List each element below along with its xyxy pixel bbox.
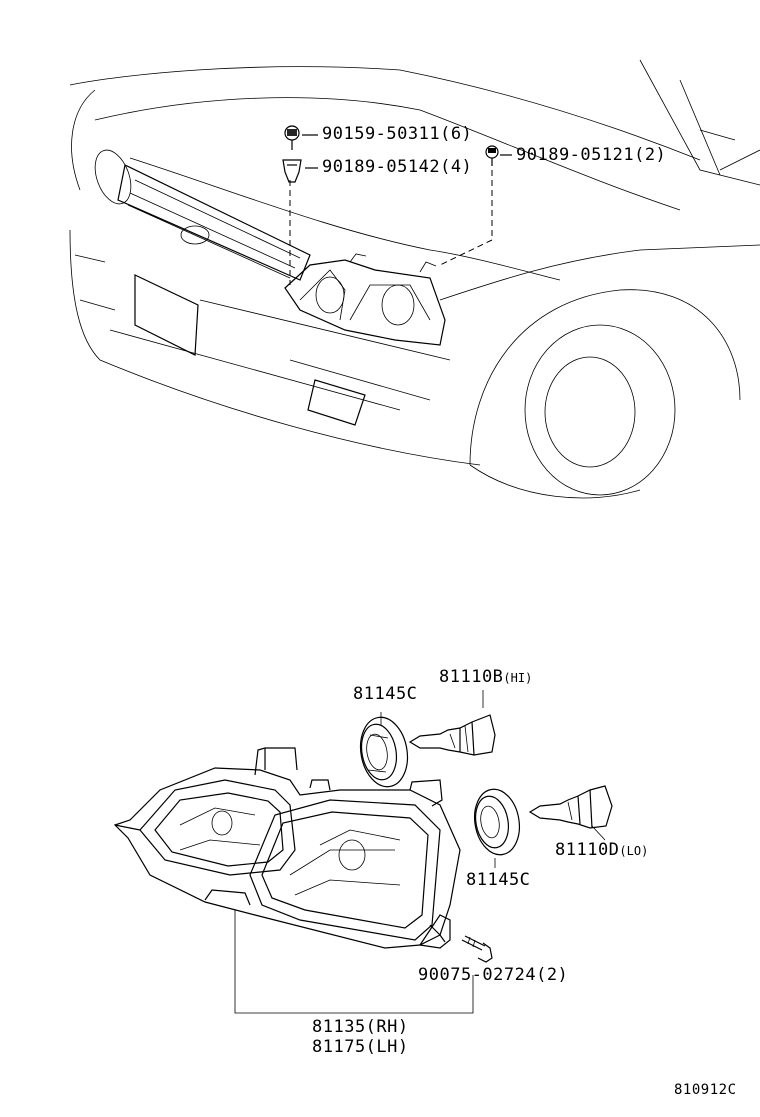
part-label-headlamp-lh: 81175(LH) [312,1037,409,1057]
screw-drawing [461,935,493,963]
part-label-bulb-lo: 81110D(LO) [555,840,648,860]
part-label-headlamp-rh: 81135(RH) [312,1017,409,1037]
headlamp-assembly-drawing [113,747,474,1014]
part-label-bolt: 90159-50311(6) [322,124,473,144]
bolt-icon [284,125,318,150]
figure-reference: 810912C [674,1082,737,1098]
bulb-lo-number: 81110D [555,840,620,860]
part-label-bulb-hi: 81110B(HI) [439,667,532,687]
bulb-hi-number: 81110B [439,667,504,687]
bulb-hi-drawing [408,690,496,756]
clip-icon-right [485,145,512,166]
seal-upper-drawing [359,712,409,788]
part-label-seal-lower: 81145C [466,870,531,890]
bulb-lo-suffix: (LO) [619,844,649,858]
bulb-hi-suffix: (HI) [503,671,533,685]
part-label-screw: 90075-02724(2) [418,965,569,985]
part-label-seal-upper: 81145C [353,684,418,704]
bulb-lo-drawing [528,785,613,841]
part-label-clip-right: 90189-05121(2) [516,145,667,165]
part-label-clip: 90189-05142(4) [322,157,473,177]
seal-lower-drawing [473,788,521,868]
clip-icon [282,159,318,183]
vehicle-front-illustration [69,59,760,499]
